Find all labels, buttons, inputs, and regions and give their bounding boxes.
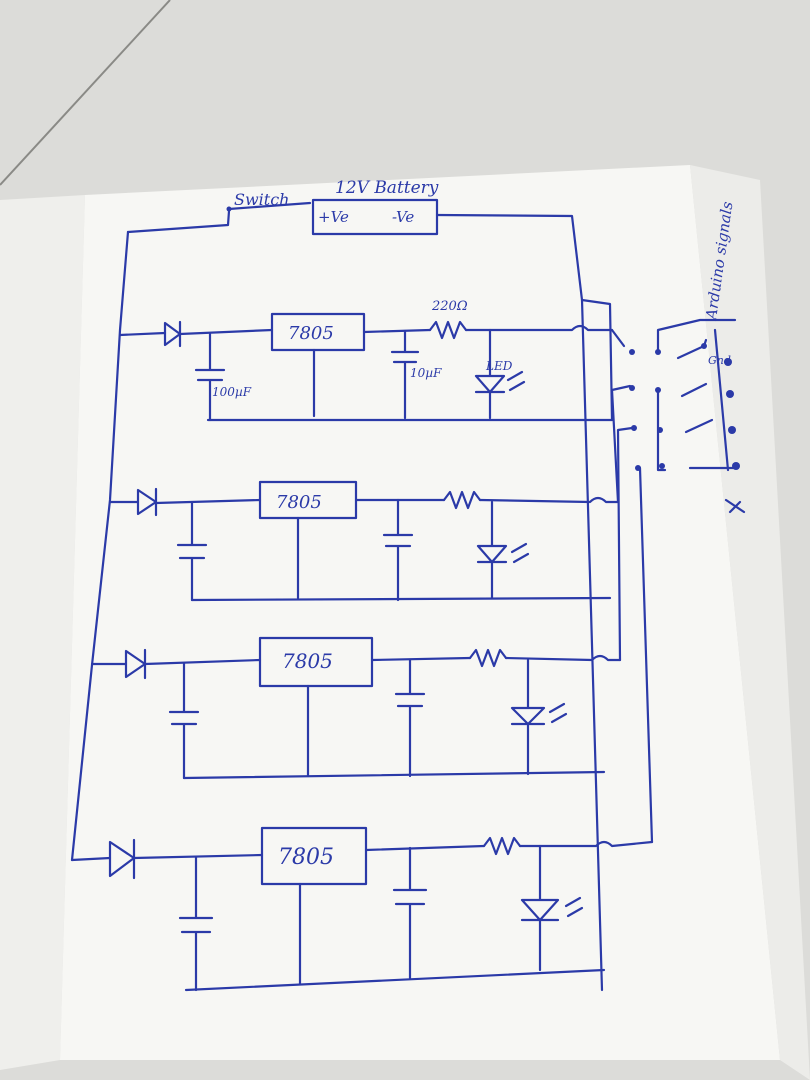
signal-wire [638, 466, 654, 844]
relay-contact [629, 349, 635, 355]
signal-wire [656, 388, 667, 472]
led-label: LED [485, 359, 513, 373]
battery-section: 12V Battery +Ve -Ve Switch [126, 178, 614, 992]
resistor-symbol [468, 648, 508, 668]
relay-contact [659, 463, 665, 469]
stage-wire [178, 328, 274, 336]
switch-arm [227, 201, 312, 211]
stage-wire [154, 498, 262, 505]
ground-wire [184, 968, 606, 992]
paper-page [60, 165, 780, 1060]
regulator-label: 7805 [278, 845, 334, 870]
regulator-stage-1: 100µF 7805 10µF 220Ω LED [118, 299, 614, 422]
capacitor-symbol [392, 846, 428, 980]
stage-wire [143, 658, 262, 666]
led-symbol [520, 844, 560, 972]
stage-wire [132, 853, 264, 860]
battery-negative-label: -Ve [392, 208, 414, 226]
stage-wire [504, 654, 622, 662]
stage-wire [478, 496, 620, 504]
resistor-symbol [428, 320, 468, 340]
resistor-symbol [482, 836, 522, 856]
regulator-label: 7805 [288, 323, 334, 344]
resistor-label: 220Ω [431, 299, 468, 314]
input-cap-label: 100µF [212, 385, 252, 399]
signal-wire [610, 384, 632, 504]
relay-contact [732, 462, 740, 470]
capacitor-symbol [168, 661, 200, 780]
stage-wire [464, 324, 614, 332]
led-rays [506, 370, 526, 392]
resistor-symbol [442, 490, 482, 510]
regulator-stage-2: 7805 [108, 480, 620, 602]
signal-wire [656, 318, 737, 354]
led-symbol [474, 328, 506, 420]
regulator-box [260, 826, 368, 886]
stage-wire [370, 656, 472, 662]
regulator-label: 7805 [276, 492, 322, 513]
regulator-stage-3: 7805 [90, 636, 622, 780]
regulator-box [258, 636, 374, 688]
capacitor-symbol [382, 498, 414, 602]
battery-title: 12V Battery [335, 178, 439, 198]
stage-wire [70, 856, 112, 862]
switch-label: Switch [234, 190, 289, 209]
gnd-label: Gnd [708, 354, 731, 367]
led-symbol [510, 658, 546, 776]
stage-wire [118, 331, 167, 337]
led-symbol [476, 500, 508, 600]
relay-contact [635, 465, 641, 471]
led-rays [548, 702, 568, 724]
capacitor-symbol [176, 501, 208, 602]
stage-wire [364, 844, 486, 852]
switch-wire [126, 209, 231, 234]
signal-wire [610, 328, 626, 348]
ground-return-rail [580, 298, 604, 992]
stage-wire [362, 328, 432, 334]
relay-contact [629, 385, 635, 391]
regulator-label: 7805 [282, 649, 333, 673]
relay-contact [728, 426, 736, 434]
positive-rail [70, 230, 130, 862]
relay-contact [701, 343, 707, 349]
relay-contact [631, 425, 637, 431]
scribble-mark [724, 498, 746, 514]
capacitor-symbol [178, 855, 214, 992]
tabletop-seam [0, 0, 171, 186]
capacitor-symbol [390, 329, 420, 420]
capacitor-symbol [194, 332, 226, 422]
relay-contact [726, 390, 734, 398]
ground-wire [182, 770, 606, 780]
battery-positive-label: +Ve [318, 208, 349, 226]
relay-switch [684, 418, 714, 434]
relay-switch [680, 382, 708, 398]
regulator-stage-4: 7805 [70, 826, 654, 992]
led-rays [564, 896, 584, 918]
battery-box [311, 198, 439, 236]
led-rays [510, 542, 530, 564]
gnd-line [713, 328, 730, 472]
stage-wire [518, 840, 654, 848]
ground-wire [190, 596, 612, 602]
left-page [0, 195, 85, 1070]
output-cap-label: 10µF [410, 366, 442, 380]
relay-contact [724, 358, 732, 366]
signal-wire [616, 426, 634, 662]
capacitor-symbol [394, 658, 426, 778]
